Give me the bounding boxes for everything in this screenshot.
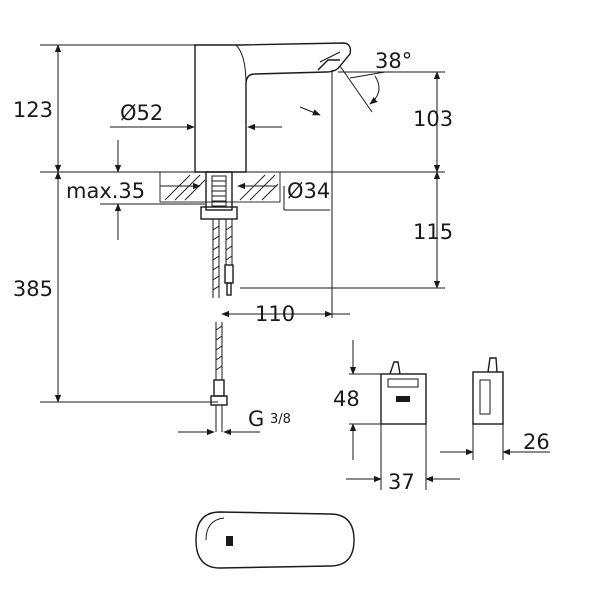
hoses — [210, 219, 234, 432]
control-box-front — [346, 340, 460, 490]
dimension-texts: 123 38° Ø52 103 max.35 Ø34 115 385 110 G… — [13, 49, 550, 494]
dim-37: 37 — [388, 470, 415, 494]
dim-48: 48 — [333, 387, 360, 411]
dim-103: 103 — [413, 107, 453, 131]
dim-max35: max.35 — [66, 179, 145, 203]
dim-diameter-34: Ø34 — [287, 179, 330, 203]
dim-115: 115 — [413, 220, 453, 244]
dim-26: 26 — [523, 430, 550, 454]
control-box-side — [440, 357, 550, 460]
dim-38-angle: 38° — [375, 49, 412, 73]
dimension-lines — [40, 44, 445, 436]
dim-g-size: 3/8 — [270, 412, 291, 427]
faucet-top-view — [195, 511, 355, 569]
faucet-side-view — [40, 42, 445, 432]
dim-123: 123 — [13, 98, 53, 122]
dim-385: 385 — [13, 277, 53, 301]
dim-diameter-52: Ø52 — [120, 101, 163, 125]
dim-g: G — [248, 407, 264, 431]
dim-110: 110 — [255, 302, 295, 326]
